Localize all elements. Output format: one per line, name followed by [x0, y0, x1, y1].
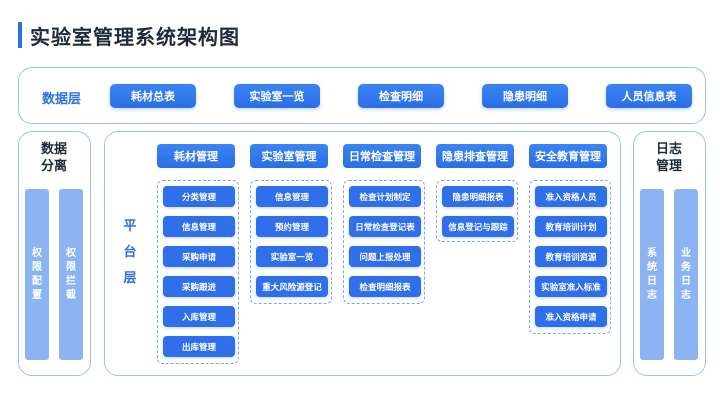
module-consumables-item: 采购申请 — [163, 246, 235, 267]
platform-layer-label: 平台层 — [123, 219, 137, 286]
data-item-inspections: 检查明细 — [358, 84, 444, 108]
module-consumables-header: 耗材管理 — [157, 144, 235, 168]
module-education-item: 教育培训资源 — [535, 246, 607, 267]
module-hazard-header: 隐患排查管理 — [436, 144, 514, 168]
module-consumables-item: 入库管理 — [163, 306, 235, 327]
module-lab-item: 预约管理 — [256, 216, 328, 237]
module-education-item: 准入资格人员 — [535, 186, 607, 207]
module-lab-header: 实验室管理 — [250, 144, 328, 168]
module-lab-group: 信息管理 预约管理 实验室一览 重大风险源登记 — [250, 180, 332, 304]
module-inspection-group: 检查计划制定 日常检查登记表 问题上报处理 检查明细报表 — [343, 180, 425, 304]
module-hazard-item: 信息登记与跟踪 — [442, 216, 514, 237]
module-consumables-item: 信息管理 — [163, 216, 235, 237]
module-lab-item: 实验室一览 — [256, 246, 328, 267]
module-inspection-header: 日常检查管理 — [343, 144, 421, 168]
module-hazard-group: 隐患明细报表 信息登记与跟踪 — [436, 180, 518, 242]
data-item-hazards: 隐患明细 — [482, 84, 568, 108]
module-lab-item: 信息管理 — [256, 186, 328, 207]
pillar-permission-intercept: 权限拦截 — [59, 189, 83, 360]
right-panel-title: 日志管理 — [655, 142, 682, 174]
data-item-labs: 实验室一览 — [234, 84, 320, 108]
pillar-business-log: 业务日志 — [674, 189, 698, 360]
module-inspection-item: 问题上报处理 — [349, 246, 421, 267]
module-consumables-group: 分类管理 信息管理 采购申请 采购跟进 入库管理 出库管理 — [157, 180, 239, 364]
module-inspection-item: 日常检查登记表 — [349, 216, 421, 237]
left-panel-title: 数据分离 — [40, 142, 67, 174]
title-accent-bar — [18, 22, 22, 48]
module-inspection-item: 检查明细报表 — [349, 276, 421, 297]
module-education-group: 准入资格人员 教育培训计划 教育培训资源 实验室准入标准 准入资格申请 — [529, 180, 611, 334]
module-education-item: 实验室准入标准 — [535, 276, 607, 297]
pillar-permission-config: 权限配置 — [25, 189, 49, 360]
module-education-item: 教育培训计划 — [535, 216, 607, 237]
module-consumables-item: 采购跟进 — [163, 276, 235, 297]
pillar-system-log: 系统日志 — [640, 189, 664, 360]
module-lab-item: 重大风险源登记 — [256, 276, 328, 297]
module-inspection-item: 检查计划制定 — [349, 186, 421, 207]
data-item-personnel: 人员信息表 — [606, 84, 692, 108]
data-layer-label: 数据层 — [42, 92, 82, 107]
module-education-item: 准入资格申请 — [535, 306, 607, 327]
module-hazard-item: 隐患明细报表 — [442, 186, 514, 207]
data-item-consumables: 耗材总表 — [110, 84, 196, 108]
page-title: 实验室管理系统架构图 — [30, 25, 240, 49]
module-consumables-item: 分类管理 — [163, 186, 235, 207]
module-consumables-item: 出库管理 — [163, 336, 235, 357]
module-education-header: 安全教育管理 — [529, 144, 607, 168]
